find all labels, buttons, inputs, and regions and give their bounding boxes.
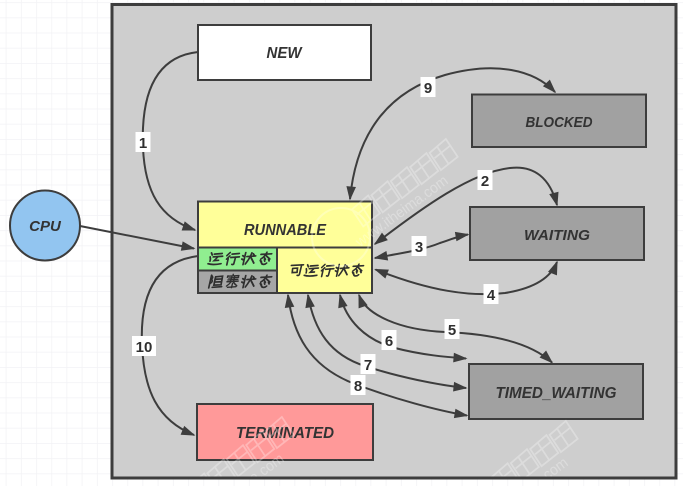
svg-text:WAITING: WAITING bbox=[524, 227, 590, 244]
svg-text:7: 7 bbox=[364, 357, 372, 374]
svg-text:1: 1 bbox=[139, 135, 147, 152]
svg-text:10: 10 bbox=[136, 339, 153, 356]
svg-text:4: 4 bbox=[487, 287, 496, 304]
svg-text:5: 5 bbox=[448, 322, 456, 339]
svg-text:RUNNABLE: RUNNABLE bbox=[244, 222, 327, 239]
svg-text:NEW: NEW bbox=[267, 45, 304, 62]
svg-text:6: 6 bbox=[385, 333, 393, 350]
svg-text:3: 3 bbox=[415, 239, 423, 256]
svg-text:2: 2 bbox=[481, 173, 489, 190]
svg-text:9: 9 bbox=[424, 80, 432, 97]
svg-text:8: 8 bbox=[354, 378, 362, 395]
svg-text:BLOCKED: BLOCKED bbox=[526, 114, 593, 131]
svg-text:TIMED_WAITING: TIMED_WAITING bbox=[496, 385, 617, 402]
svg-text:CPU: CPU bbox=[29, 218, 62, 235]
svg-text:TERMINATED: TERMINATED bbox=[236, 425, 334, 442]
